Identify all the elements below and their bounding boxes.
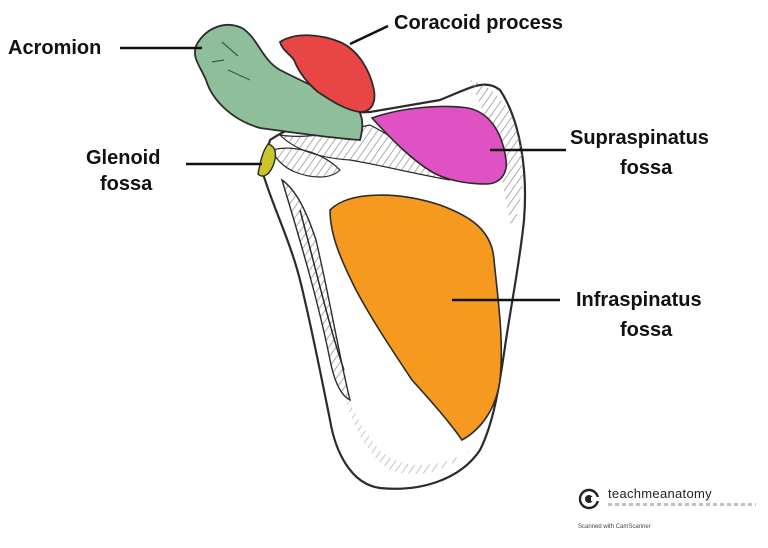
- medial-border-shading: [470, 80, 523, 230]
- inferior-shading: [340, 380, 470, 474]
- neck-shading: [271, 147, 341, 178]
- coracoid-leader: [349, 24, 389, 46]
- brand-logo-icon: [578, 488, 600, 510]
- brand-tagline: [608, 503, 756, 506]
- glenoid-fossa-region: [257, 143, 277, 177]
- brand-logo: teachmeanatomy: [578, 486, 758, 516]
- infraspinatus-label-line1: Infraspinatus: [576, 289, 702, 311]
- lateral-border-shading: [280, 178, 352, 402]
- acromion-label: Acromion: [8, 37, 102, 59]
- scanner-note: Scanned with CamScanner: [578, 524, 651, 530]
- acromion-region: [194, 24, 364, 141]
- brand-name: teachmeanatomy: [608, 486, 712, 501]
- coracoid-region: [278, 34, 376, 113]
- infraspinatus-label-line2: fossa: [620, 319, 673, 341]
- glenoid-label-line1: Glenoid: [86, 147, 161, 169]
- supraspinatus-label-line1: Supraspinatus: [570, 127, 709, 149]
- acromion-texture: [211, 41, 251, 81]
- glenoid-label-line2: fossa: [100, 173, 153, 195]
- lateral-border-line: [299, 209, 345, 371]
- supraspinatus-region: [370, 105, 508, 185]
- infraspinatus-region: [329, 194, 503, 442]
- coracoid-process-label: Coracoid process: [394, 12, 563, 34]
- supraspinatus-label-line2: fossa: [620, 157, 673, 179]
